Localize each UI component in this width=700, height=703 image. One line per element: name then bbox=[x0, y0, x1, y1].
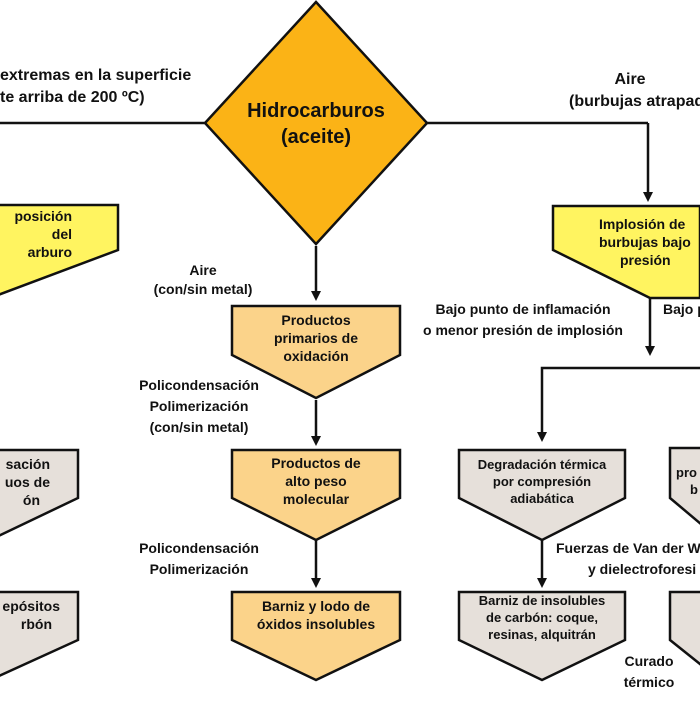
decomposition-line2: del bbox=[51, 226, 72, 243]
implosion-line2: burbujas bajo bbox=[599, 234, 691, 251]
right-partial-line2: b bbox=[690, 481, 698, 497]
decomposition-line3: arburo bbox=[27, 244, 72, 261]
center-node-title: Hidrocarburos bbox=[247, 100, 385, 122]
implosion-node: Implosión de burbujas bajo presión bbox=[572, 215, 700, 270]
condensation-line1: sación bbox=[5, 456, 50, 472]
high-mw-products-shape bbox=[230, 448, 402, 542]
thermal-degradation-line3: adiabática bbox=[510, 490, 574, 506]
varnish-sludge-line1: Barniz y lodo de bbox=[261, 598, 371, 614]
low-flashpoint-label-line1: Bajo punto de inflamación bbox=[435, 301, 611, 317]
thermal-degradation-node: Degradación térmica por compresión adiab… bbox=[459, 457, 625, 508]
decomposition-box-shape bbox=[0, 203, 120, 296]
condensation-box-shape bbox=[0, 448, 80, 537]
condensation-line2: uos de bbox=[4, 474, 50, 491]
thermal-curing-label-line1: Curado bbox=[624, 653, 674, 669]
carbon-varnish-line1: Barniz de insolubles bbox=[478, 593, 606, 608]
carbon-varnish-line2: de carbón: coque, bbox=[486, 609, 598, 625]
primary-products-line1: Productos bbox=[281, 312, 351, 328]
primary-products-line3: oxidación bbox=[283, 348, 349, 365]
van-der-waals-label-line2: y dielectroforesi bbox=[588, 561, 697, 577]
varnish-sludge-node: Barniz y lodo de óxidos insolubles bbox=[232, 597, 400, 633]
high-mw-line1: Productos de bbox=[271, 455, 361, 471]
polycondensation-label-1-line1: Policondensación bbox=[139, 377, 259, 393]
polycondensation-label-2-line1: Policondensación bbox=[139, 540, 259, 556]
varnish-sludge-shape bbox=[230, 590, 402, 682]
high-mw-line2: alto peso bbox=[285, 473, 347, 490]
carbon-varnish-shape bbox=[457, 590, 627, 682]
polycondensation-label-2-line2: Polimerización bbox=[149, 561, 249, 577]
right-partial-box-shape bbox=[668, 446, 700, 525]
thermal-degradation-line2: por compresión bbox=[492, 473, 592, 489]
polycondensation-label-1-line2: Polimerización bbox=[149, 398, 249, 414]
air-metal-label-line1: Aire bbox=[189, 262, 217, 278]
deposits-line2: rbón bbox=[20, 616, 52, 633]
deposits-line1: epósitos bbox=[2, 598, 60, 614]
right-partial-box2-shape bbox=[668, 590, 700, 666]
primary-products-shape bbox=[230, 304, 402, 400]
right-bubbles-label: (burbujas atrapad bbox=[569, 93, 700, 110]
connector-split bbox=[537, 366, 700, 442]
varnish-sludge-line2: óxidos insolubles bbox=[256, 616, 376, 633]
low-pressure-label: Bajo p bbox=[663, 301, 700, 317]
primary-products-node: Productos primarios de oxidación bbox=[232, 311, 400, 366]
deposits-box-shape bbox=[0, 590, 80, 677]
thermal-degradation-line1: Degradación térmica bbox=[477, 457, 607, 472]
van-der-waals-label-line1: Fuerzas de Van der W bbox=[556, 540, 700, 556]
right-partial-node: pro b bbox=[676, 465, 700, 499]
polycondensation-label-1-line3: (con/sin metal) bbox=[149, 419, 249, 435]
left-condition-label-line1: extremas en la superficie bbox=[0, 67, 192, 84]
thermal-curing-label-line2: térmico bbox=[623, 674, 675, 690]
decomposition-line1: posición bbox=[14, 208, 72, 224]
primary-products-line2: primarios de bbox=[273, 330, 359, 347]
carbon-varnish-line3: resinas, alquitrán bbox=[488, 626, 596, 642]
carbon-varnish-node: Barniz de insolubles de carbón: coque, r… bbox=[459, 593, 625, 644]
implosion-box-shape bbox=[551, 204, 700, 300]
implosion-line3: presión bbox=[620, 252, 671, 269]
implosion-line1: Implosión de bbox=[599, 216, 686, 232]
thermal-degradation-shape bbox=[457, 448, 627, 542]
deposits-node: epósitos rbón bbox=[0, 597, 60, 633]
condensation-line3: ón bbox=[22, 492, 40, 509]
high-mw-products-node: Productos de alto peso molecular bbox=[232, 454, 400, 509]
center-node-subtitle: (aceite) bbox=[280, 126, 352, 148]
right-partial-line1: pro bbox=[676, 465, 697, 480]
low-flashpoint-label-line2: o menor presión de implosión bbox=[423, 322, 623, 338]
high-mw-line3: molecular bbox=[282, 491, 350, 508]
decomposition-node: posición del arburo bbox=[0, 207, 72, 262]
left-condition-label-line2: te arriba de 200 ºC) bbox=[0, 89, 145, 106]
air-metal-label-line2: (con/sin metal) bbox=[153, 281, 253, 297]
right-air-label: Aire bbox=[614, 71, 646, 88]
hydrocarbon-diamond bbox=[203, 0, 429, 246]
condensation-node: sación uos de ón bbox=[0, 455, 50, 510]
